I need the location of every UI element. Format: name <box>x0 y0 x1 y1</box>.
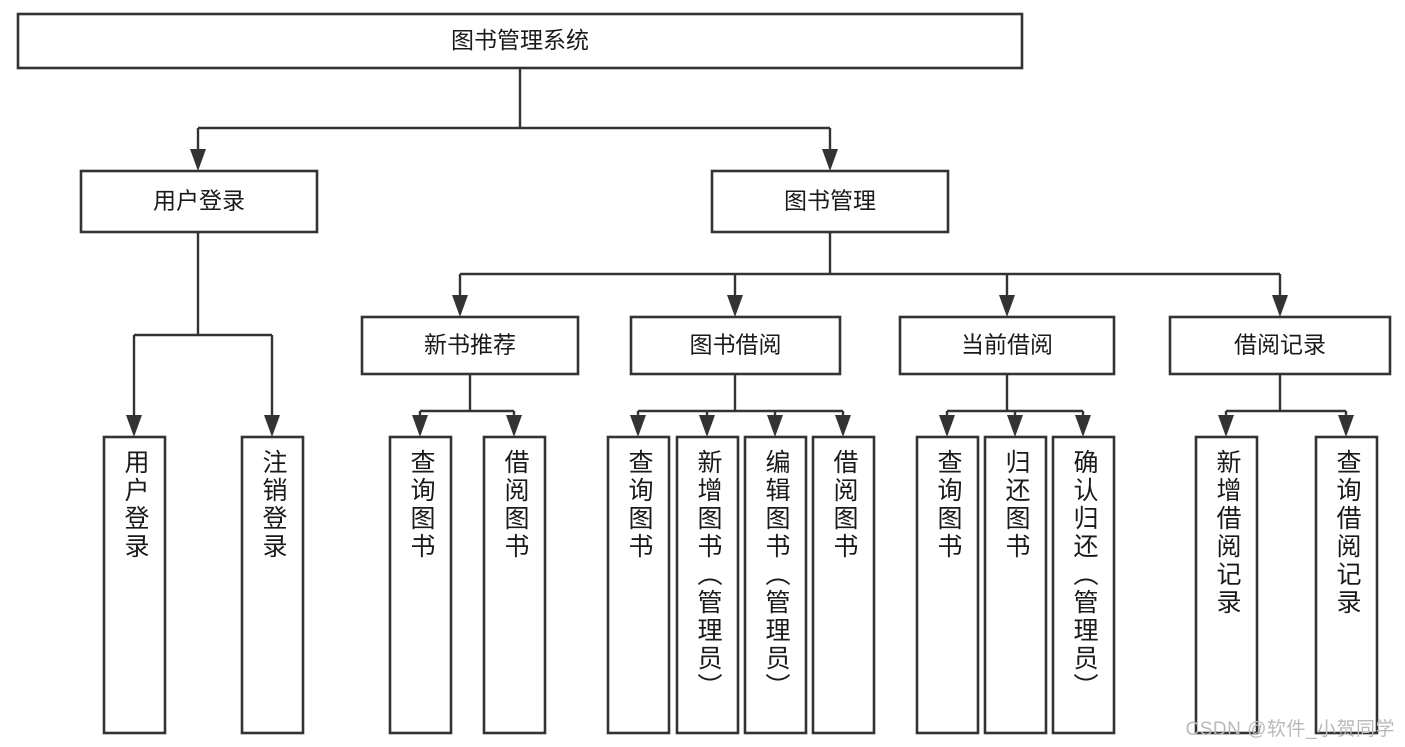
node-leaf-2[interactable] <box>388 435 453 735</box>
arrow-head-icon <box>264 415 280 437</box>
arrow-head-icon <box>999 295 1015 317</box>
watermark: CSDN @软件_小贺同学 <box>1185 719 1395 740</box>
boxes-layer <box>16 12 1392 735</box>
arrow-head-icon <box>630 415 646 437</box>
arrow-head-icon <box>1272 295 1288 317</box>
node-leaf-0[interactable] <box>102 435 167 735</box>
node-level2-0[interactable] <box>360 315 580 376</box>
arrow-head-icon <box>835 415 851 437</box>
arrow-head-icon <box>822 149 838 171</box>
node-level1-0[interactable] <box>79 169 319 234</box>
node-leaf-1[interactable] <box>240 435 305 735</box>
arrow-head-icon <box>727 295 743 317</box>
arrow-head-icon <box>767 415 783 437</box>
arrow-head-icon <box>190 149 206 171</box>
node-level1-1[interactable] <box>710 169 950 234</box>
node-leaf-12[interactable] <box>1314 435 1379 735</box>
connectors-layer <box>126 68 1354 437</box>
node-leaf-3[interactable] <box>482 435 547 735</box>
node-leaf-9[interactable] <box>983 435 1048 735</box>
arrow-head-icon <box>1218 415 1234 437</box>
node-level2-label-1: 图书借阅 <box>690 332 782 358</box>
node-level2-2[interactable] <box>898 315 1116 376</box>
node-leaf-11[interactable] <box>1194 435 1259 735</box>
arrow-head-icon <box>1075 415 1091 437</box>
node-leaf-7[interactable] <box>811 435 876 735</box>
arrow-head-icon <box>1338 415 1354 437</box>
node-level2-1[interactable] <box>629 315 842 376</box>
arrow-head-icon <box>1007 415 1023 437</box>
node-level2-label-0: 新书推荐 <box>424 332 516 358</box>
node-leaf-10[interactable] <box>1051 435 1116 735</box>
node-leaf-8[interactable] <box>915 435 980 735</box>
arrow-head-icon <box>452 295 468 317</box>
node-level1-label-0: 用户登录 <box>153 188 245 214</box>
node-leaf-5[interactable] <box>675 435 740 735</box>
node-level2-label-2: 当前借阅 <box>961 332 1053 358</box>
node-root-label: 图书管理系统 <box>451 27 589 53</box>
arrow-head-icon <box>412 415 428 437</box>
node-root[interactable] <box>16 12 1024 70</box>
node-leaf-4[interactable] <box>606 435 671 735</box>
arrow-head-icon <box>506 415 522 437</box>
arrow-head-icon <box>699 415 715 437</box>
node-level1-label-1: 图书管理 <box>784 188 876 214</box>
arrow-head-icon <box>939 415 955 437</box>
arrow-head-icon <box>126 415 142 437</box>
node-leaf-6[interactable] <box>743 435 808 735</box>
node-level2-3[interactable] <box>1168 315 1392 376</box>
node-level2-label-3: 借阅记录 <box>1234 332 1326 358</box>
